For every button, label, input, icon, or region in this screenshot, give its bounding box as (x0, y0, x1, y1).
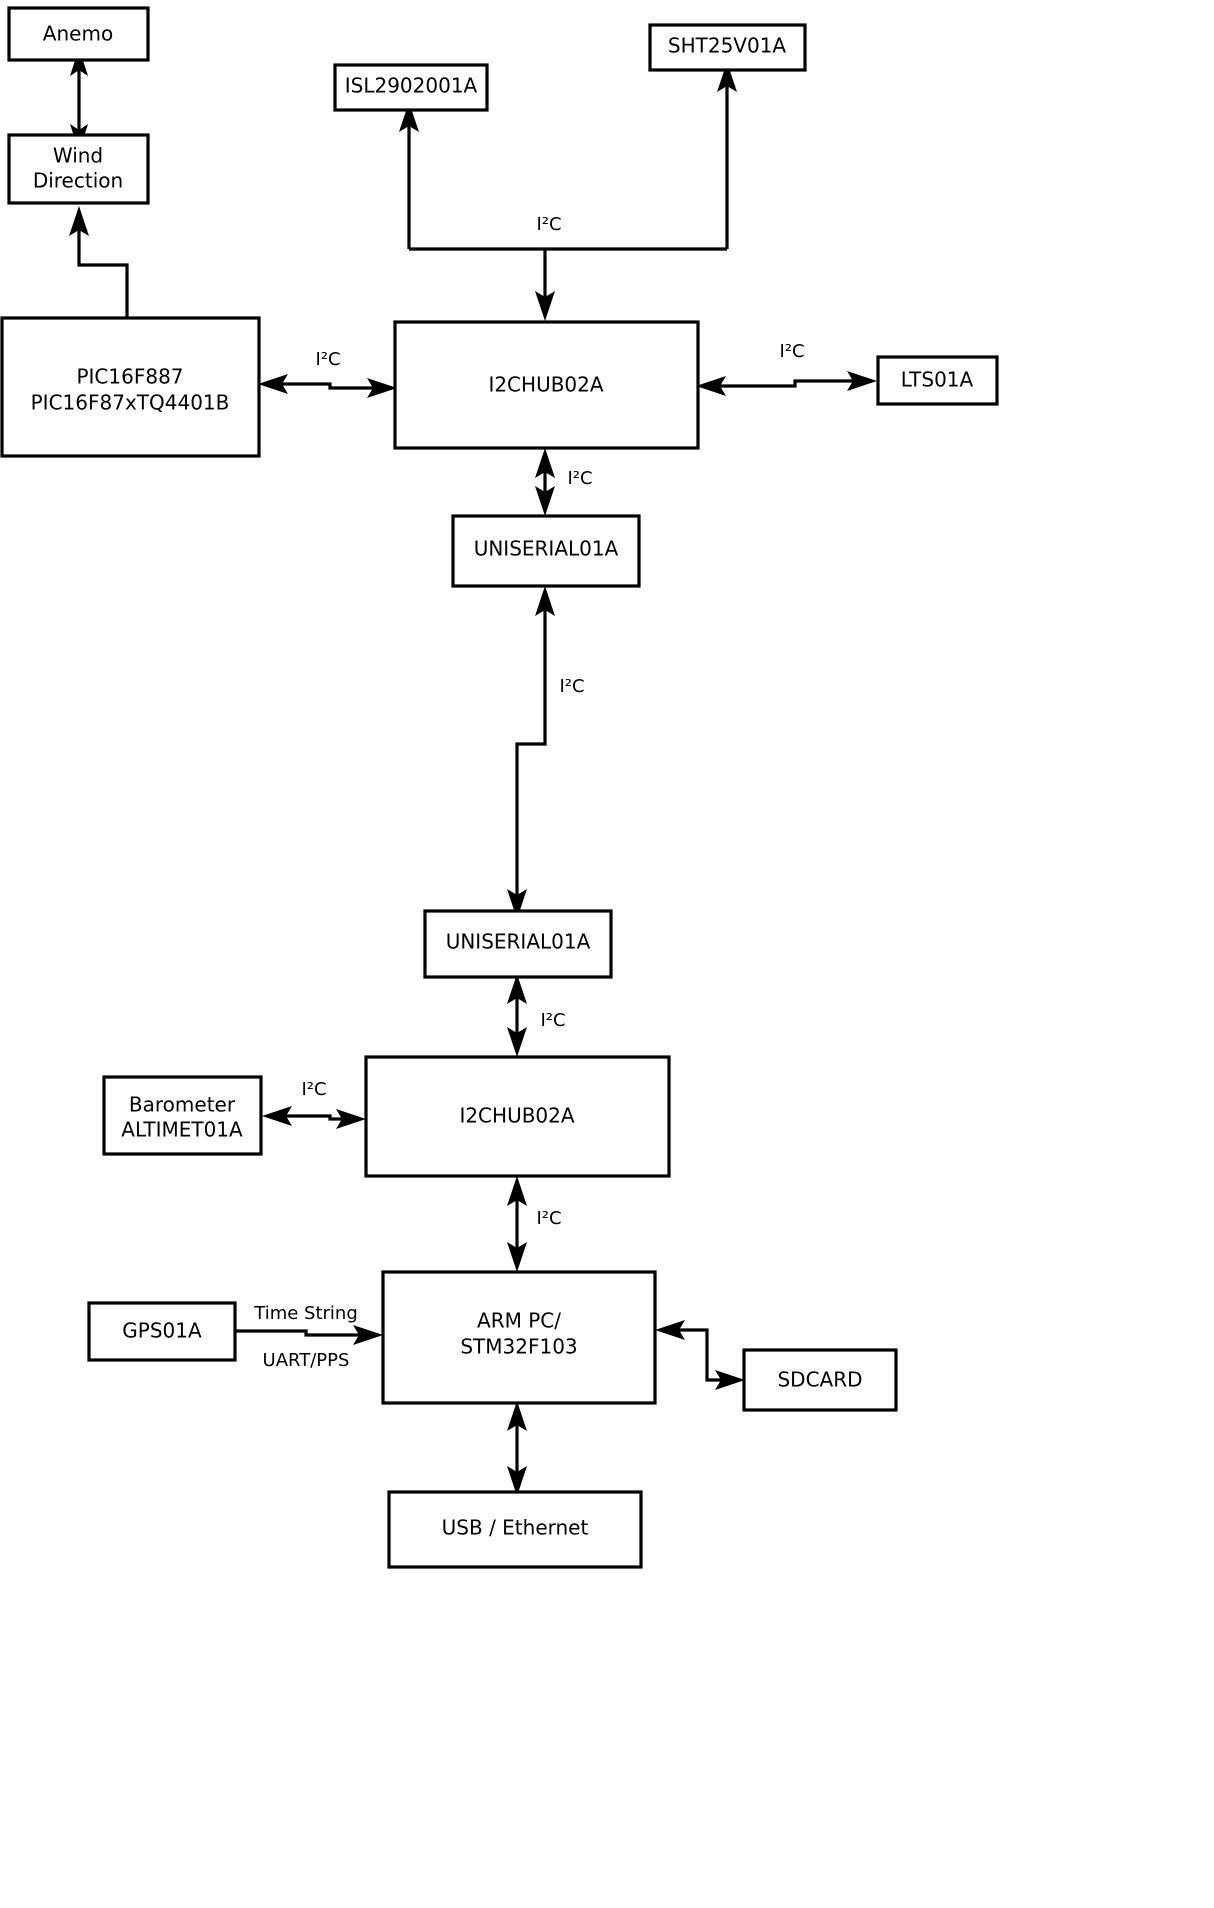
node-uniserial01a-top-label: UNISERIAL01A (474, 537, 619, 561)
node-arm-pc-label-2: STM32F103 (460, 1335, 577, 1359)
node-uniserial01a-top[interactable]: UNISERIAL01A (451, 514, 641, 588)
node-usb-ethernet-label: USB / Ethernet (442, 1516, 589, 1540)
node-sht25v01a[interactable]: SHT25V01A (648, 23, 807, 72)
node-pic16f887-label-1: PIC16F887 (76, 365, 183, 389)
node-arm-pc-label-1: ARM PC/ (477, 1309, 561, 1333)
edge-arm-usb (507, 1401, 527, 1496)
edge-label-pic-hub-i2c: I²C (315, 349, 340, 370)
node-wind-direction[interactable]: Wind Direction (7, 133, 150, 205)
edge-label-gps-uart-pps: UART/PPS (263, 1350, 350, 1371)
node-gps01a-label: GPS01A (122, 1319, 202, 1343)
node-barometer-label-2: ALTIMET01A (121, 1118, 243, 1142)
edge-label-uniserial-uniserial-i2c: I²C (559, 676, 584, 697)
edge-uniserialbot-hubbot (507, 974, 527, 1057)
edge-arm-sdcard (655, 1320, 745, 1390)
edge-hubbot-arm (507, 1176, 527, 1272)
edge-hub-uniserial (535, 448, 555, 516)
edge-hub-isl-sht (399, 62, 737, 321)
node-wind-direction-label-1: Wind (53, 144, 103, 168)
edge-uniserial-uniserial (507, 586, 555, 919)
node-sht25v01a-label: SHT25V01A (668, 34, 787, 58)
edge-label-hub-uniserial-i2c: I²C (567, 468, 592, 489)
node-lts01a-label: LTS01A (901, 368, 974, 392)
node-i2chub02a-top[interactable]: I2CHUB02A (393, 320, 700, 450)
node-anemo[interactable]: Anemo (7, 6, 150, 62)
node-gps01a[interactable]: GPS01A (87, 1301, 237, 1362)
edge-label-barometer-hub-i2c: I²C (301, 1079, 326, 1100)
edge-label-top-i2c: I²C (536, 214, 561, 235)
node-pic16f887[interactable]: PIC16F887 PIC16F87xTQ4401B (0, 316, 261, 458)
node-i2chub02a-top-label: I2CHUB02A (488, 373, 603, 397)
node-anemo-label: Anemo (43, 22, 113, 46)
edge-label-hub-lts-i2c: I²C (779, 341, 804, 362)
node-arm-pc[interactable]: ARM PC/ STM32F103 (381, 1270, 657, 1405)
node-isl2902001a-label: ISL2902001A (345, 74, 478, 98)
edge-barometer-hubbot (262, 1106, 366, 1129)
edge-label-gps-time-string: Time String (253, 1303, 358, 1324)
node-lts01a[interactable]: LTS01A (876, 355, 999, 406)
node-isl2902001a[interactable]: ISL2902001A (333, 63, 489, 112)
node-i2chub02a-bottom-label: I2CHUB02A (459, 1104, 574, 1128)
edge-label-uniserialbot-hubbot-i2c: I²C (540, 1010, 565, 1031)
node-sdcard-label: SDCARD (777, 1368, 862, 1392)
node-uniserial01a-bottom[interactable]: UNISERIAL01A (423, 909, 613, 979)
edge-pic-hub (258, 374, 397, 398)
node-wind-direction-label-2: Direction (33, 169, 123, 193)
node-uniserial01a-bottom-label: UNISERIAL01A (446, 930, 591, 954)
edge-pic-wind (69, 206, 129, 318)
node-barometer-altimet01a[interactable]: Barometer ALTIMET01A (102, 1075, 263, 1156)
edge-label-hubbot-arm-i2c: I²C (536, 1208, 561, 1229)
edge-hub-lts (696, 371, 877, 396)
edge-gps-arm (234, 1325, 383, 1345)
node-sdcard[interactable]: SDCARD (742, 1348, 898, 1412)
node-pic16f887-label-2: PIC16F87xTQ4401B (31, 391, 230, 415)
node-i2chub02a-bottom[interactable]: I2CHUB02A (364, 1055, 671, 1178)
node-barometer-label-1: Barometer (129, 1093, 236, 1117)
node-usb-ethernet[interactable]: USB / Ethernet (387, 1490, 643, 1569)
